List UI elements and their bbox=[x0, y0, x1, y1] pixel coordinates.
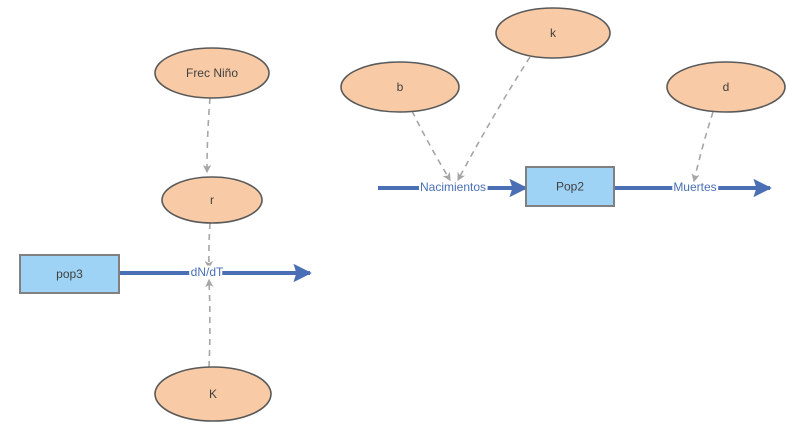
variable-b-shape[interactable] bbox=[340, 61, 460, 113]
variable-k-capital[interactable]: K bbox=[154, 366, 272, 422]
flow-label-dndt-halo: dN/dT bbox=[191, 265, 224, 279]
variable-d-shape[interactable] bbox=[666, 61, 786, 113]
stock-pop3[interactable]: pop3 bbox=[19, 254, 120, 294]
variable-k-capital-shape[interactable] bbox=[154, 366, 272, 422]
stock-pop3-label: pop3 bbox=[56, 267, 83, 281]
stock-pop2-shape[interactable] bbox=[525, 166, 615, 207]
flow-label-muertes-group: Muertes Muertes bbox=[671, 178, 718, 196]
causal-link-d-to-muertes bbox=[691, 111, 714, 183]
flow-label-muertes: Muertes bbox=[673, 180, 716, 194]
flow-label-dndt-group: dN/dT dN/dT bbox=[189, 263, 226, 281]
causal-link-r-to-dndt bbox=[204, 222, 214, 270]
flow-label-nacimientos-halo: Nacimientos bbox=[420, 180, 486, 194]
variable-frec-nino-label: Frec Niño bbox=[186, 66, 238, 80]
variable-b[interactable]: b bbox=[340, 61, 460, 113]
variable-frec-nino-shape[interactable] bbox=[154, 47, 270, 99]
flow-label-nacimientos-group: Nacimientos Nacimientos bbox=[418, 178, 488, 196]
causal-link-b-to-nacimientos bbox=[411, 110, 451, 182]
causal-link-k-to-dndt bbox=[205, 278, 214, 368]
variable-d-label: d bbox=[723, 80, 730, 94]
stock-pop2[interactable]: Pop2 bbox=[525, 166, 615, 207]
variable-b-label: b bbox=[397, 80, 404, 94]
variable-k-lower[interactable]: k bbox=[495, 7, 611, 59]
stock-pop3-shape[interactable] bbox=[19, 254, 120, 294]
stock-layer: pop3 Pop2 bbox=[19, 166, 615, 294]
causal-link-k-to-nacimientos bbox=[457, 56, 531, 182]
flow-label-dndt: dN/dT bbox=[191, 265, 224, 279]
variable-d[interactable]: d bbox=[666, 61, 786, 113]
variable-r[interactable]: r bbox=[161, 176, 263, 224]
variable-layer: Frec Niño r K b k d bbox=[154, 7, 786, 422]
variable-k-capital-label: K bbox=[209, 387, 217, 401]
variable-r-shape[interactable] bbox=[161, 176, 263, 224]
flow-label-nacimientos: Nacimientos bbox=[420, 180, 486, 194]
variable-r-label: r bbox=[210, 193, 214, 207]
flow-label-layer: dN/dT dN/dT Nacimientos Nacimientos Muer… bbox=[189, 178, 719, 281]
variable-k-lower-label: k bbox=[550, 26, 557, 40]
variable-k-lower-shape[interactable] bbox=[495, 7, 611, 59]
stock-pop2-label: Pop2 bbox=[556, 180, 584, 194]
flow-label-muertes-halo: Muertes bbox=[673, 180, 716, 194]
causal-link-frec-nino-to-r bbox=[202, 97, 212, 174]
variable-frec-nino[interactable]: Frec Niño bbox=[154, 47, 270, 99]
flow-layer bbox=[119, 178, 772, 283]
